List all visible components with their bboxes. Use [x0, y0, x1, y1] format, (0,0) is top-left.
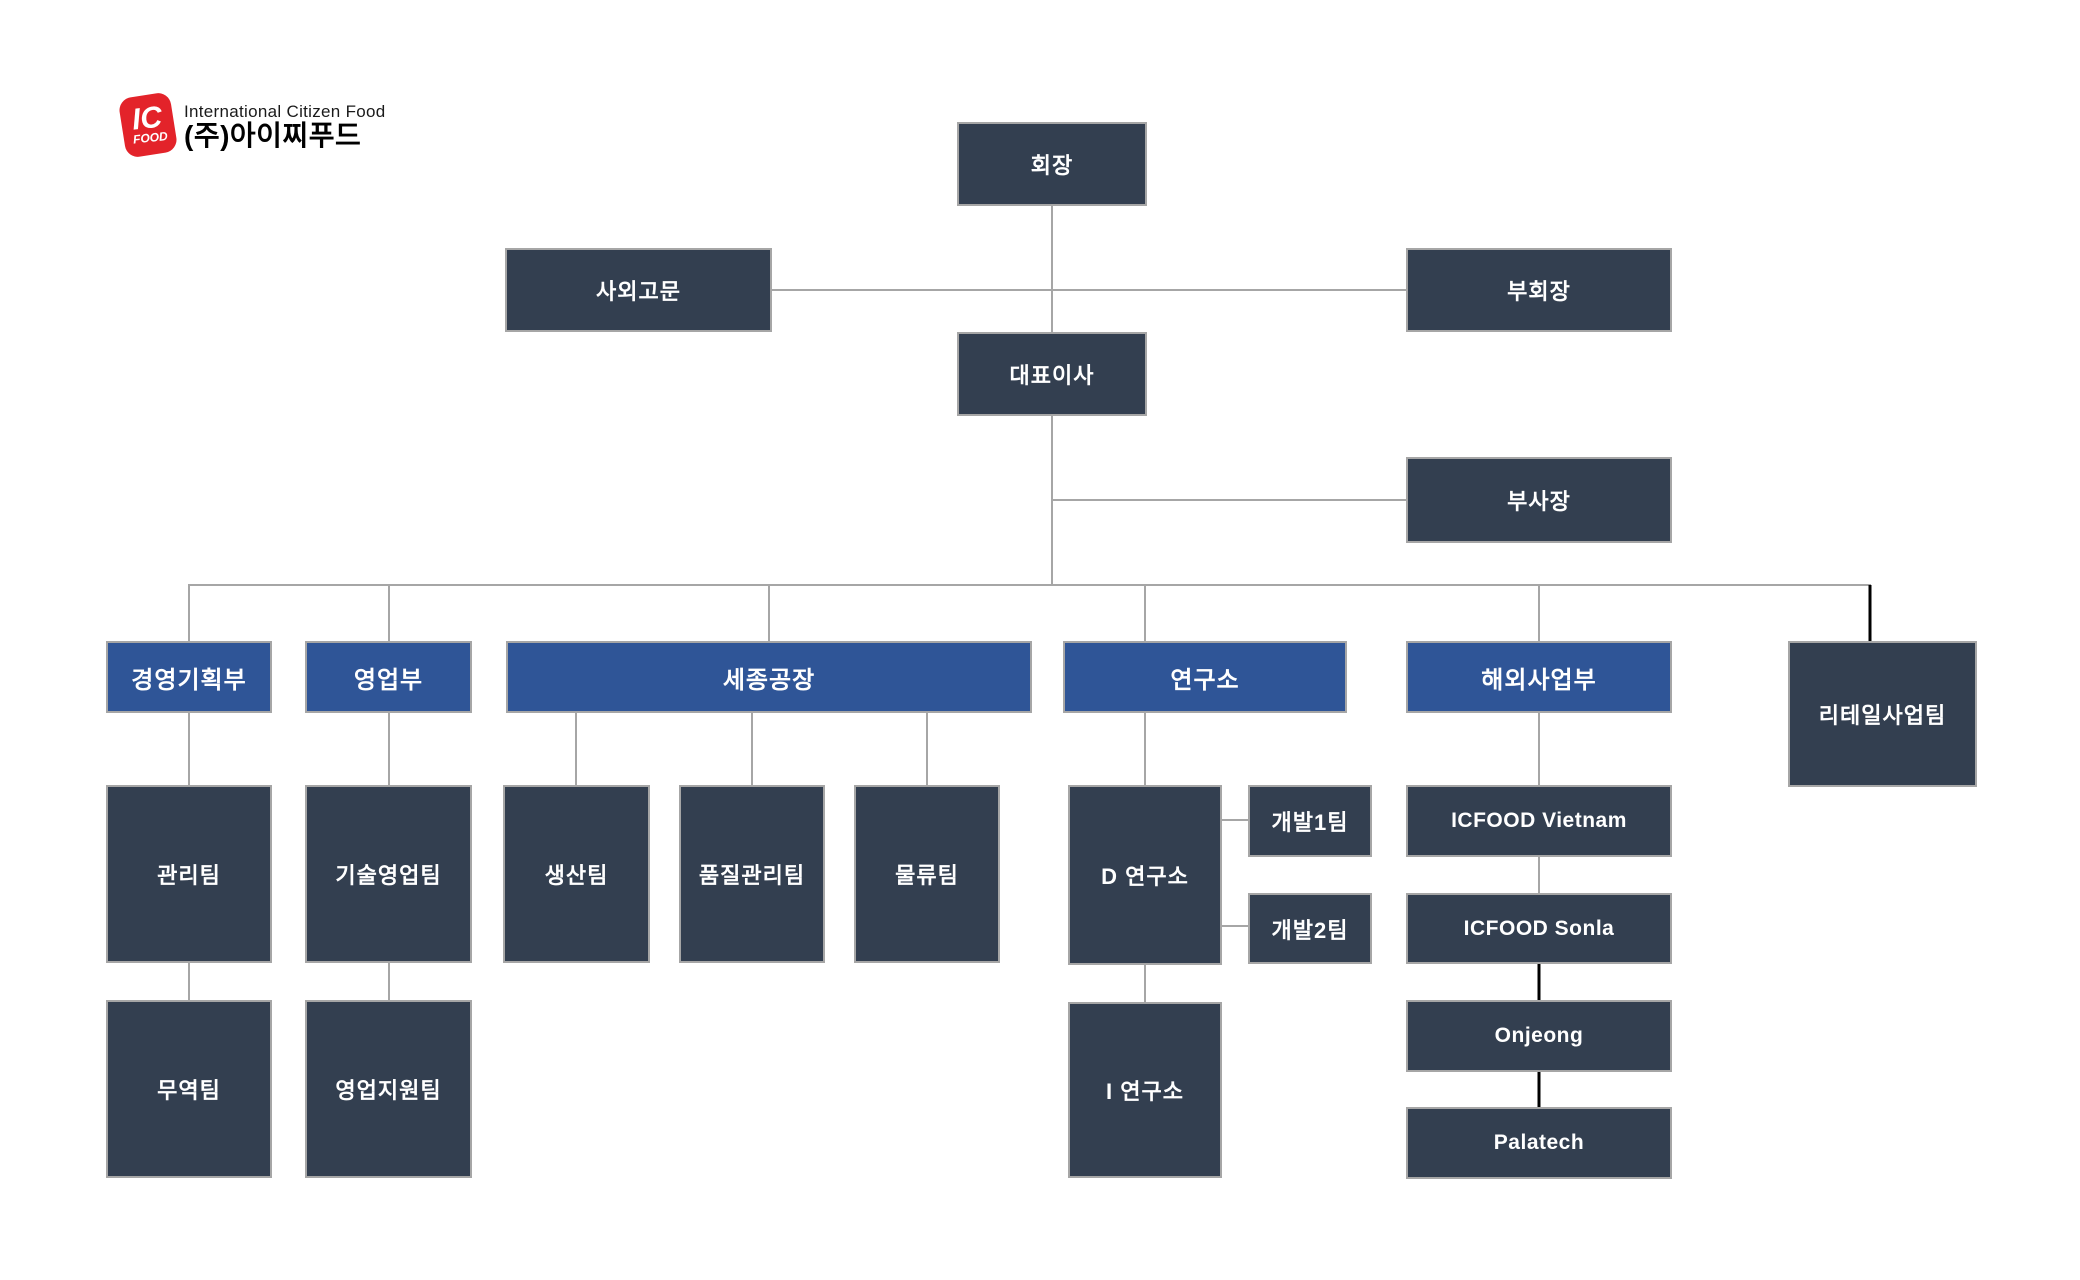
logo-text-block: International Citizen Food (주)아이찌푸드 — [184, 95, 386, 151]
logo-mark-food-text: FOOD — [132, 129, 168, 147]
icfood-logo-mark: IC FOOD — [117, 91, 179, 159]
logo-english-name: International Citizen Food — [184, 102, 386, 121]
node-ceo: 대표이사 — [957, 332, 1147, 416]
node-team-dev1: 개발1팀 — [1248, 785, 1372, 857]
node-team-sales-support: 영업지원팀 — [305, 1000, 472, 1178]
node-team-admin: 관리팀 — [106, 785, 272, 963]
node-dept-sejong-plant: 세종공장 — [506, 641, 1032, 713]
node-dept-lab: 연구소 — [1063, 641, 1347, 713]
company-logo: IC FOOD International Citizen Food (주)아이… — [117, 91, 386, 159]
node-chairman: 회장 — [957, 122, 1147, 206]
logo-korean-name: (주)아이찌푸드 — [184, 120, 362, 151]
node-dept-planning: 경영기획부 — [106, 641, 272, 713]
node-vice-chairman: 부회장 — [1406, 248, 1672, 332]
node-team-logistics: 물류팀 — [854, 785, 1000, 963]
node-icfood-sonla: ICFOOD Sonla — [1406, 893, 1672, 964]
node-icfood-vietnam: ICFOOD Vietnam — [1406, 785, 1672, 857]
node-team-retail: 리테일사업팀 — [1788, 641, 1977, 787]
node-team-dev2: 개발2팀 — [1248, 893, 1372, 964]
node-team-trade: 무역팀 — [106, 1000, 272, 1178]
node-outside-advisor: 사외고문 — [505, 248, 772, 332]
node-palatech: Palatech — [1406, 1107, 1672, 1179]
node-dept-overseas: 해외사업부 — [1406, 641, 1672, 713]
node-dept-sales: 영업부 — [305, 641, 472, 713]
node-team-quality: 품질관리팀 — [679, 785, 825, 963]
node-lab-i: I 연구소 — [1068, 1002, 1222, 1178]
node-lab-d: D 연구소 — [1068, 785, 1222, 965]
black-connectors — [1537, 585, 1872, 1109]
node-team-production: 생산팀 — [503, 785, 650, 963]
gray-connectors — [188, 206, 1871, 1004]
node-team-tech-sales: 기술영업팀 — [305, 785, 472, 963]
node-onjeong: Onjeong — [1406, 1000, 1672, 1072]
node-evp: 부사장 — [1406, 457, 1672, 543]
